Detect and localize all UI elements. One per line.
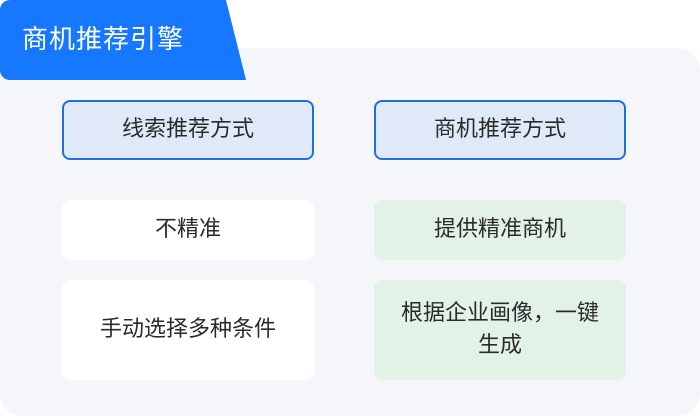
opportunity-method-item-text: 根据企业画像，一键生成 xyxy=(400,301,599,358)
opportunity-method-header: 商机推荐方式 xyxy=(374,100,626,160)
opportunity-method-item: 根据企业画像，一键生成 xyxy=(374,280,626,380)
lead-method-header: 线索推荐方式 xyxy=(62,100,314,160)
lead-method-item: 不精准 xyxy=(62,200,314,260)
lead-method-item: 手动选择多种条件 xyxy=(62,280,314,380)
opportunity-method-item: 提供精准商机 xyxy=(374,200,626,260)
engine-title-tab: 商机推荐引擎 xyxy=(0,0,246,80)
